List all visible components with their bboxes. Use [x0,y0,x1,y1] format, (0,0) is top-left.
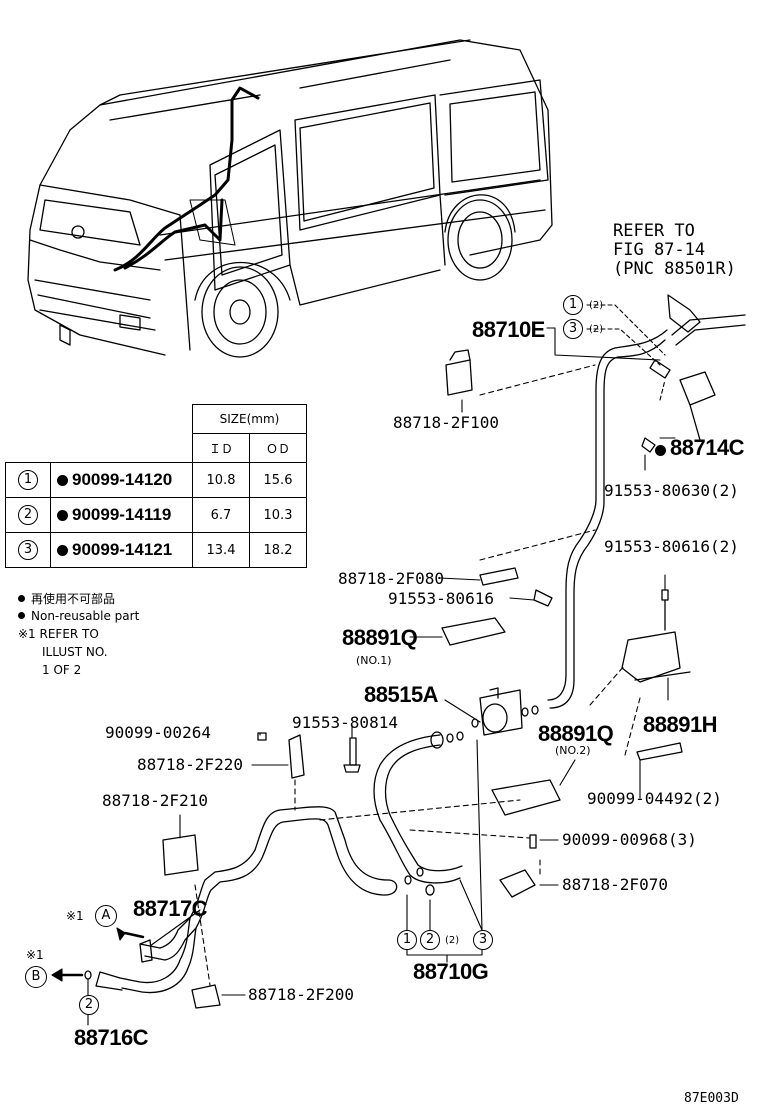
callout-1-top: 1 [563,295,583,315]
part-91553-80630[interactable]: 91553-80630(2) [604,481,739,500]
illustration-code: 87E003D [684,1091,739,1106]
row-id: 6.7 [192,497,250,533]
part-88718-2f200[interactable]: 88718-2F200 [248,985,354,1004]
part-88718-2f220[interactable]: 88718-2F220 [137,755,243,774]
ref-mark-b: ※1 [26,948,44,962]
table-row[interactable]: 3 90099-14121 13.4 18.2 [5,532,307,568]
part-90099-00968[interactable]: 90099-00968(3) [562,830,697,849]
center-hose [373,731,464,896]
no1-note: (NO.1) [356,654,392,667]
row-od: 18.2 [249,532,307,568]
row-number: 3 [18,540,38,560]
connector-b[interactable]: B [25,966,47,988]
part-90099-04492[interactable]: 90099-04492(2) [587,789,722,808]
note-en: Non-reusable part [18,607,139,625]
note-ref-2: ILLUST NO. [42,645,108,659]
non-reusable-dot [655,445,666,456]
part-91553-80616-2[interactable]: 91553-80616(2) [604,537,739,556]
non-reusable-dot [57,545,68,556]
callout-2-left: 2 [79,995,99,1015]
part-88718-2f080[interactable]: 88718-2F080 [338,569,444,588]
rear-pipe [84,806,398,994]
non-reusable-dot [57,475,68,486]
table-row[interactable]: 1 90099-14120 10.8 15.6 [5,462,307,498]
row-od: 15.6 [249,462,307,498]
part-90099-00264[interactable]: 90099-00264 [105,723,211,742]
part-88718-2f070[interactable]: 88718-2F070 [562,875,668,894]
part-88714c[interactable]: 88714C [655,436,745,460]
note-ref-3: 1 OF 2 [42,663,82,677]
van-illustration [27,39,553,358]
size-header: SIZE(mm) [192,404,307,434]
leader-lines [51,304,676,1026]
row-id: 10.8 [192,462,250,498]
row-part-number: 90099-14119 [72,505,172,524]
row-part-number: 90099-14120 [72,470,173,489]
note-jp: 再使用不可部品 [18,590,115,608]
ref-mark-a: ※1 [66,909,84,923]
callout-3-bottom: 3 [473,930,493,950]
callout-1-bottom: 1 [397,930,417,950]
part-88716c[interactable]: 88716C [74,1025,149,1050]
table-row[interactable]: 2 90099-14119 6.7 10.3 [5,497,307,533]
part-88891q-no2[interactable]: 88891Q [538,721,614,746]
refer-line-3: (PNC 88501R) [613,259,736,279]
refer-line-1: REFER TO [613,221,695,241]
callout-qty-bottom-2: (2) [445,935,460,946]
middle-components [162,567,691,1009]
part-88718-2f210[interactable]: 88718-2F210 [102,791,208,810]
callout-2-bottom: 2 [420,930,440,950]
callout-3-top: 3 [563,319,583,339]
callout-qty-top-3: (2) [589,324,604,335]
id-header: ＩＤ [192,433,250,463]
front-pipe [445,294,746,709]
no2-note: (NO.2) [555,744,591,757]
part-91553-80814[interactable]: 91553-80814 [292,713,398,732]
part-91553-80616[interactable]: 91553-80616 [388,589,494,608]
row-id: 13.4 [192,532,250,568]
part-88718-2f100[interactable]: 88718-2F100 [393,413,499,432]
od-header: ＯＤ [249,433,307,463]
row-number: 1 [18,470,38,490]
part-88710g[interactable]: 88710G [413,959,489,984]
row-part-number: 90099-14121 [72,540,173,559]
legend-dot [18,595,25,602]
hose-size-table: SIZE(mm) ＩＤ ＯＤ 1 90099-14120 10.8 15.6 2… [5,404,307,568]
row-od: 10.3 [249,497,307,533]
legend-dot [18,612,25,619]
part-88891h[interactable]: 88891H [643,712,718,737]
row-number: 2 [18,505,38,525]
callout-qty-top-1: (2) [589,300,604,311]
part-88515a[interactable]: 88515A [364,682,439,707]
part-88710e[interactable]: 88710E [472,317,545,342]
part-88891q-no1[interactable]: 88891Q [342,625,418,650]
non-reusable-dot [57,510,68,521]
refer-line-2: FIG 87-14 [613,240,706,260]
note-ref-1: ※1 REFER TO [18,627,99,641]
connector-a[interactable]: A [95,905,117,927]
part-88717c[interactable]: 88717C [133,896,208,921]
